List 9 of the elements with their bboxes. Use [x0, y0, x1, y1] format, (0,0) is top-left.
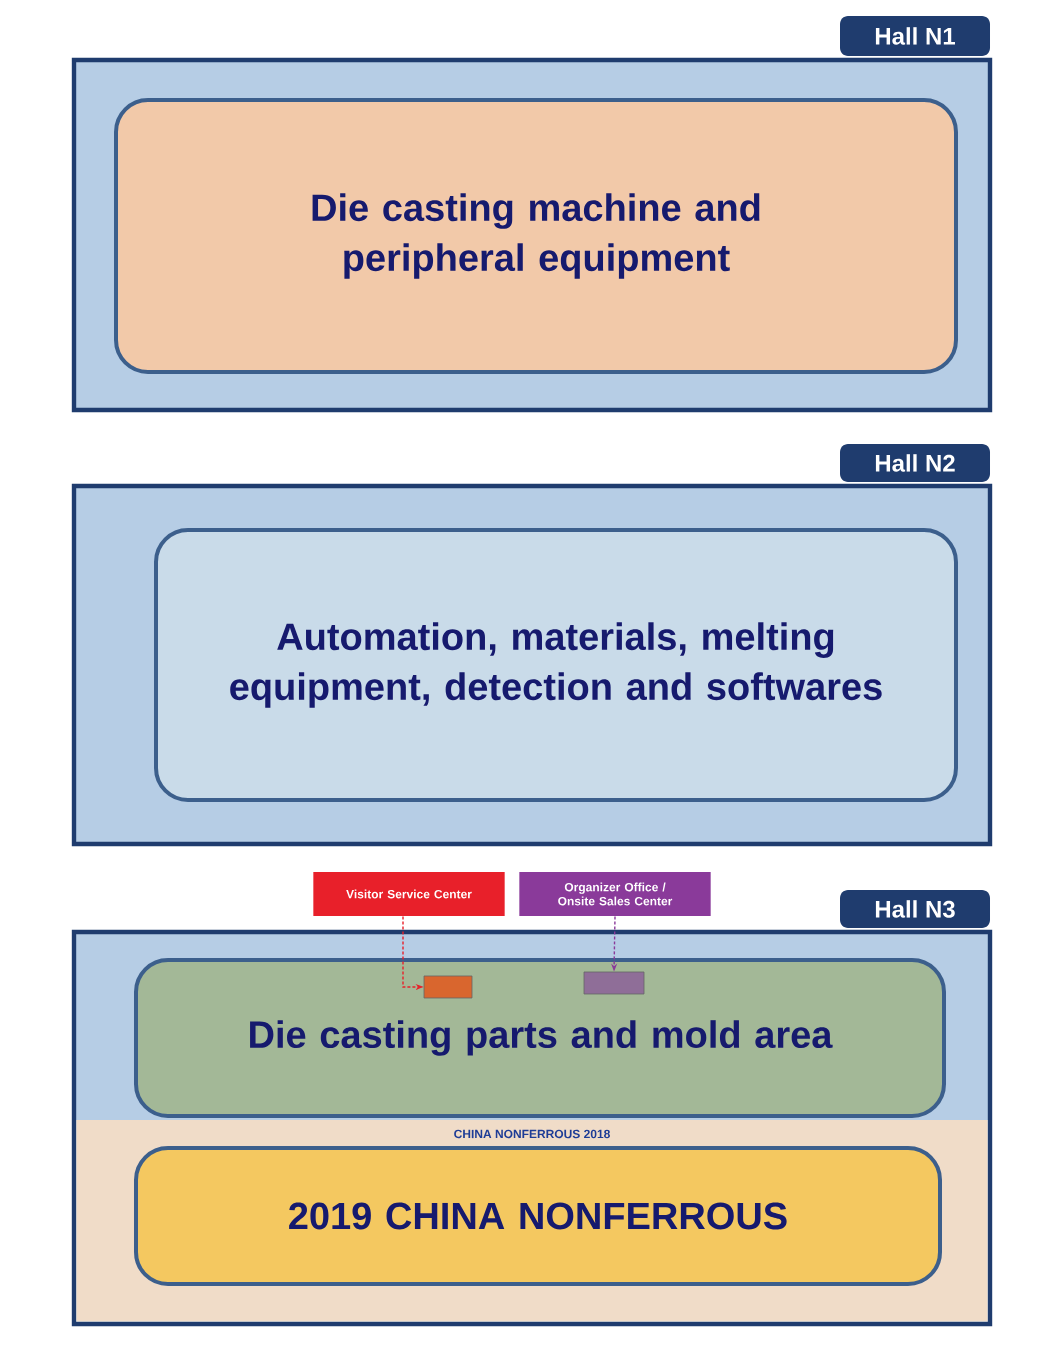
booth	[583, 971, 645, 995]
zone-area: 2019 CHINA NONFERROUS	[134, 1146, 942, 1286]
hall-tab: Hall N1	[840, 16, 990, 56]
zone-area: Automation, materials, melting equipment, detection and softwares	[154, 528, 958, 802]
hall-tab: Hall N3	[840, 890, 990, 928]
zone-area: Die casting machine and peripheral equipment	[114, 98, 958, 374]
zone-area: Die casting parts and mold area	[134, 958, 946, 1118]
booth	[423, 975, 473, 999]
hall-tab: Hall N2	[840, 444, 990, 482]
